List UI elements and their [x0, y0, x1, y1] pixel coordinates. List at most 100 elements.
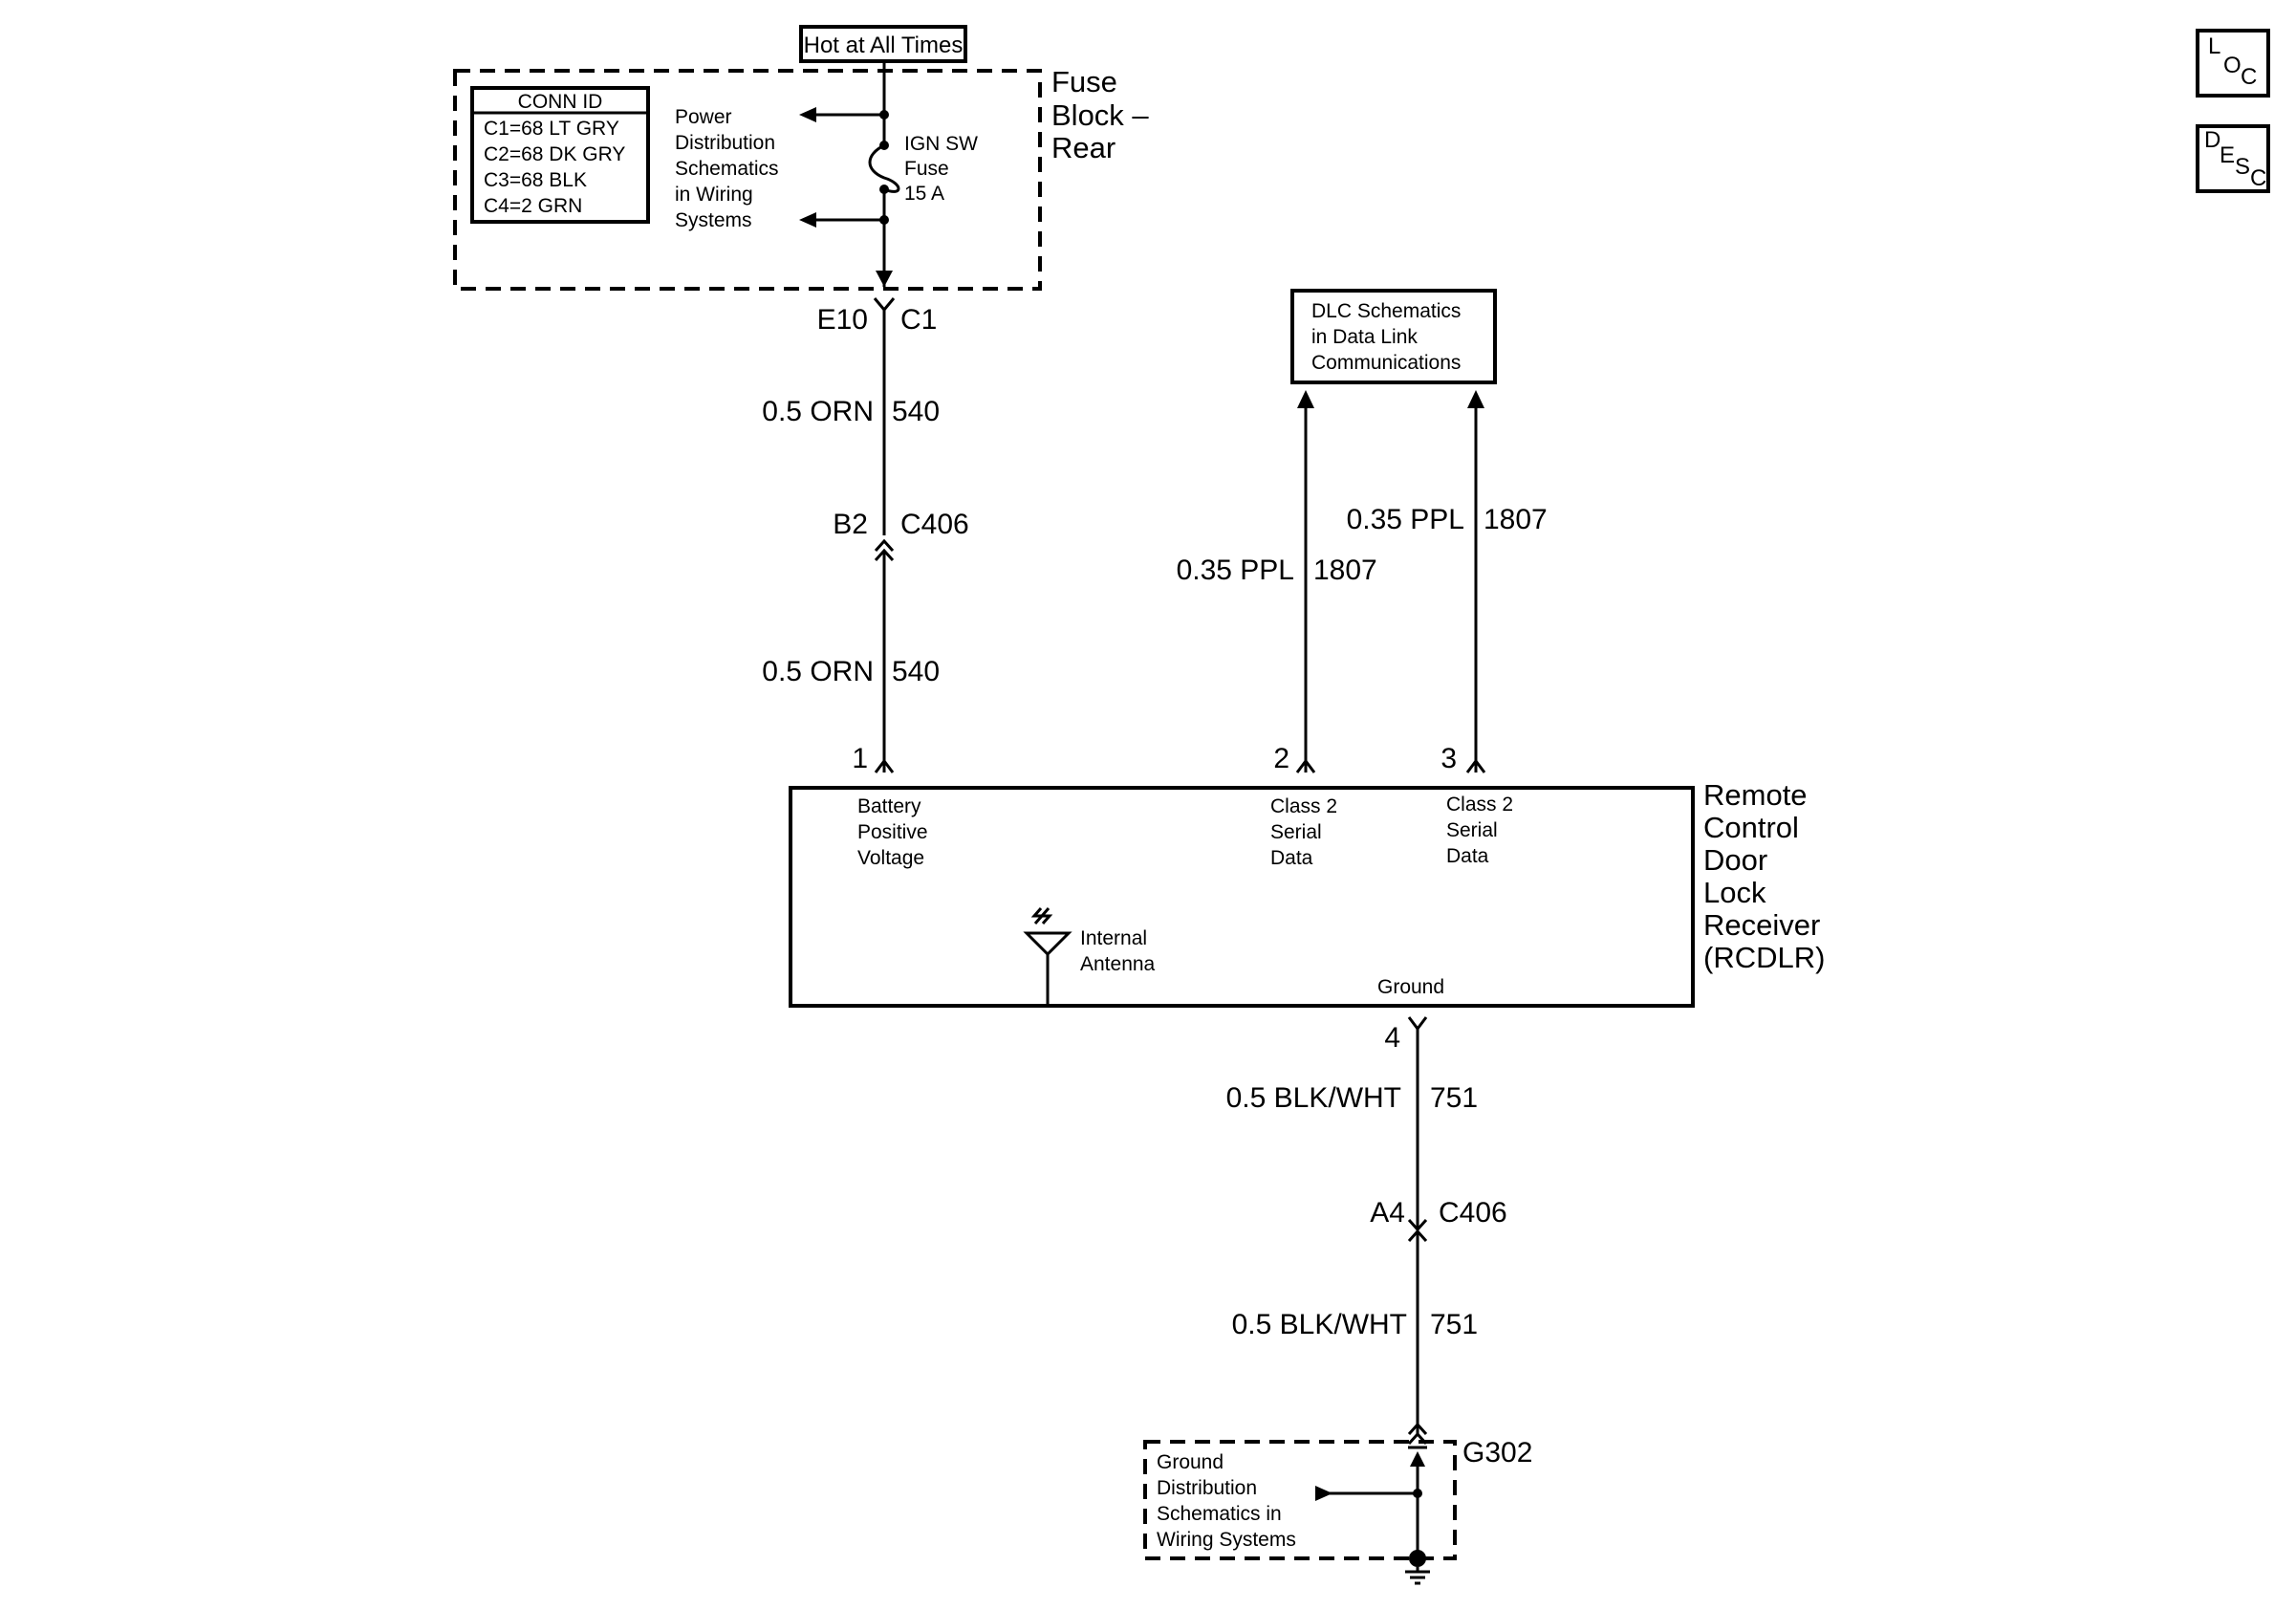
fuse-block-title-3: Rear — [1051, 131, 1116, 164]
conn-id-row: C4=2 GRN — [484, 195, 582, 217]
connector-pin-label: B2 — [833, 509, 868, 540]
desc-letter: C — [2250, 165, 2266, 191]
power-dist-line: Distribution — [675, 132, 775, 154]
arrow-down-icon — [876, 271, 893, 287]
ground-ref-line: Distribution — [1157, 1477, 1257, 1499]
fuse-block-rear: Fuse Block – Rear CONN ID C1=68 LT GRY C… — [453, 61, 1149, 291]
splice-dot — [879, 215, 889, 225]
power-distribution-reference: Power Distribution Schematics in Wiring … — [675, 106, 884, 231]
power-dist-line: Systems — [675, 209, 752, 231]
module-title-line: Control — [1703, 811, 1799, 844]
conn-id-row: C1=68 LT GRY — [484, 118, 619, 140]
wire-gauge-color: 0.35 PPL — [1347, 504, 1464, 535]
wire-751-upper: 4 0.5 BLK/WHT 751 — [1226, 1016, 1478, 1229]
pin-label: Data — [1270, 847, 1313, 869]
connector-e10-c1: E10 C1 — [817, 297, 937, 336]
connector-id-label: C406 — [1439, 1197, 1507, 1229]
module-title-line: (RCDLR) — [1703, 941, 1825, 974]
fuse-label: 15 A — [904, 183, 944, 205]
connector-pin-label: E10 — [817, 304, 868, 336]
conn-id-header: CONN ID — [518, 91, 603, 113]
pin-number: 4 — [1384, 1022, 1400, 1054]
pin-label: Class 2 — [1446, 794, 1513, 816]
ground-icon — [1405, 1570, 1430, 1585]
fuse-icon — [868, 143, 900, 193]
dlc-line: DLC Schematics — [1311, 300, 1461, 322]
loc-letter: C — [2241, 64, 2257, 90]
power-dist-line: Power — [675, 106, 732, 128]
wire-751-lower: 0.5 BLK/WHT 751 — [1232, 1231, 1478, 1446]
connector-id-label: C1 — [900, 304, 937, 336]
connector-id-label: C406 — [900, 509, 969, 540]
connector-female-icon — [873, 297, 896, 313]
conn-id-row: C2=68 DK GRY — [484, 143, 625, 165]
pin-label: Serial — [1446, 819, 1498, 841]
pin-label: Class 2 — [1270, 795, 1337, 817]
wire-540-lower: 0.5 ORN 540 — [762, 551, 940, 773]
signal-icon — [1030, 907, 1046, 925]
fuse-label: Fuse — [904, 158, 949, 180]
dlc-schematics-reference: DLC Schematics in Data Link Communicatio… — [1290, 289, 1497, 384]
dlc-line: Communications — [1311, 352, 1461, 374]
antenna-label: Internal — [1080, 927, 1147, 949]
ground-id-label: G302 — [1462, 1437, 1532, 1469]
ign-sw-fuse: IGN SW Fuse 15 A — [868, 61, 978, 287]
pin-number: 2 — [1273, 743, 1289, 774]
pin-number: 1 — [852, 743, 868, 774]
wire-circuit-number: 1807 — [1484, 504, 1548, 535]
fuse-label: IGN SW — [904, 133, 978, 155]
arrow-left-icon — [799, 212, 816, 228]
desc-letter: S — [2235, 154, 2250, 180]
power-dist-line: Schematics — [675, 158, 779, 180]
wire-gauge-color: 0.5 BLK/WHT — [1232, 1309, 1407, 1340]
pin-label: Serial — [1270, 821, 1322, 843]
module-title-line: Lock — [1703, 876, 1766, 909]
wire-gauge-color: 0.5 BLK/WHT — [1226, 1082, 1401, 1114]
module-title-line: Remote — [1703, 778, 1808, 812]
module-title-line: Door — [1703, 843, 1767, 877]
wire-gauge-color: 0.5 ORN — [762, 656, 874, 687]
connector-pin-label: A4 — [1370, 1197, 1405, 1229]
loc-letter: L — [2208, 33, 2220, 59]
pin-number: 3 — [1440, 743, 1457, 774]
dlc-line: in Data Link — [1311, 326, 1418, 348]
internal-antenna: Internal Antenna — [1023, 907, 1156, 1006]
wire-circuit-number: 751 — [1430, 1082, 1478, 1114]
wire-gauge-color: 0.35 PPL — [1177, 555, 1294, 586]
wire-gauge-color: 0.5 ORN — [762, 396, 874, 427]
wire-540-upper: 0.5 ORN 540 — [762, 310, 940, 535]
wire-circuit-number: 1807 — [1313, 555, 1377, 586]
conn-id-row: C3=68 BLK — [484, 169, 587, 191]
splice-dot — [879, 110, 889, 120]
fuse-block-title-2: Block – — [1051, 98, 1149, 132]
antenna-icon — [1023, 931, 1072, 957]
wire-1807-pin2: 0.35 PPL 1807 — [1177, 390, 1377, 773]
connector-female-icon — [1465, 758, 1486, 773]
wire-circuit-number: 540 — [892, 396, 940, 427]
rcdlr-module: 1 2 3 Battery Positive Voltage Class 2 S… — [789, 743, 1825, 1008]
arrow-up-icon — [1410, 1451, 1425, 1467]
desc-button[interactable]: D E S C — [2196, 124, 2270, 193]
connector-female-icon — [1407, 1016, 1428, 1032]
connector-male-icon — [1407, 1422, 1428, 1436]
fuse-block-title-1: Fuse — [1051, 65, 1117, 98]
power-dist-line: in Wiring — [675, 184, 753, 206]
connector-female-icon — [874, 758, 895, 773]
pin-label: Positive — [857, 821, 928, 843]
ground-ref-line: Ground — [1157, 1451, 1224, 1473]
loc-letter: O — [2223, 53, 2242, 78]
desc-letter: D — [2204, 127, 2220, 153]
hot-label-text: Hot at All Times — [804, 33, 964, 58]
connector-a4-c406: A4 C406 — [1370, 1197, 1507, 1243]
loc-button[interactable]: L O C — [2196, 29, 2270, 98]
wire-circuit-number: 751 — [1430, 1309, 1478, 1340]
arrow-up-icon — [1467, 390, 1484, 408]
arrow-up-icon — [1297, 390, 1314, 408]
conn-id-table: CONN ID C1=68 LT GRY C2=68 DK GRY C3=68 … — [470, 86, 650, 224]
pin-label: Ground — [1377, 976, 1444, 998]
antenna-label: Antenna — [1080, 953, 1156, 975]
ground-point-dot — [1409, 1550, 1426, 1567]
connector-male-icon — [874, 538, 895, 553]
connector-female-icon — [1295, 758, 1316, 773]
